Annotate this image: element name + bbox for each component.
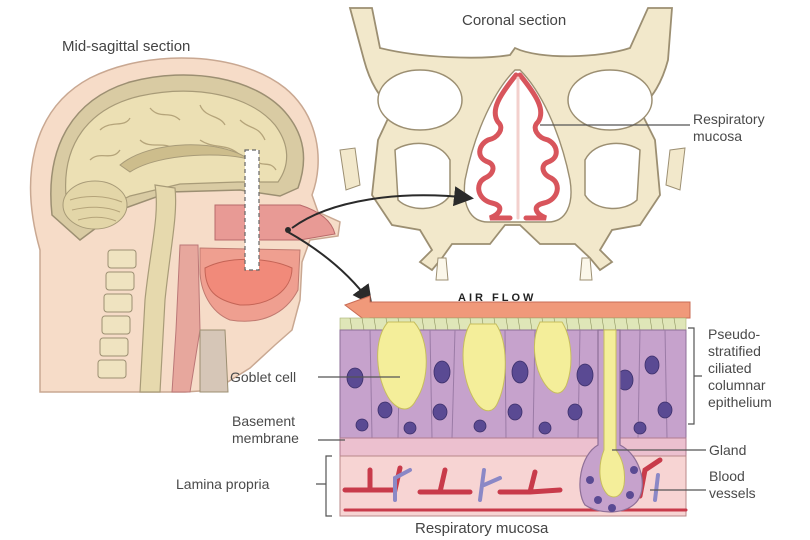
zygomatic-right [665, 147, 686, 191]
goblet-cell-2 [462, 323, 506, 412]
zygomatic-left [339, 147, 361, 191]
cerebellum [62, 180, 128, 230]
label-basement-membrane-line2: membrane [232, 430, 299, 446]
coronal-section [339, 7, 690, 281]
vertebrae [97, 249, 137, 379]
label-respiratory-mucosa-line2: mucosa [693, 128, 743, 144]
title-coronal: Coronal section [462, 12, 567, 29]
mucosa-block [316, 295, 706, 517]
arrow-to-mucosa [287, 231, 373, 306]
bracket-lamina-propria [316, 455, 332, 517]
tooth-left [435, 257, 449, 281]
label-basement-membrane-line1: Basement [232, 413, 296, 429]
label-epithelium-line5: epithelium [708, 394, 772, 410]
label-epithelium-line1: Pseudo- [708, 326, 761, 342]
goblet-cells [377, 321, 572, 412]
label-blood-vessels: Blood vessels [709, 468, 756, 502]
larynx [199, 329, 229, 393]
label-basement-membrane: Basement membrane [232, 413, 299, 447]
orbit-right [567, 69, 653, 131]
maxillary-sinus-right [584, 142, 641, 210]
section-plane-marker [244, 149, 260, 271]
goblet-cell-3 [534, 321, 572, 394]
nuclei [346, 355, 673, 435]
goblet-cell-1 [377, 321, 427, 410]
orbit-left [377, 69, 463, 131]
brainstem [139, 184, 177, 393]
mid-sagittal-head [29, 57, 341, 393]
label-epithelium-line2: stratified [708, 343, 761, 359]
maxillary-sinus-left [394, 142, 451, 210]
basement-membrane-layer [339, 437, 687, 457]
title-respiratory-mucosa: Respiratory mucosa [415, 520, 549, 537]
arrow-to-coronal [291, 186, 474, 229]
blood-vessels [342, 457, 688, 512]
air-flow-label: AIR FLOW [458, 292, 537, 304]
label-epithelium-line4: columnar [708, 377, 766, 393]
label-gland: Gland [709, 442, 747, 458]
pharynx [171, 244, 201, 393]
label-lamina-propria: Lamina propria [176, 476, 270, 492]
arrow-origin-dot [285, 227, 291, 233]
label-blood-vessels-line1: Blood [709, 468, 745, 484]
label-respiratory-mucosa: Respiratory mucosa [693, 111, 765, 145]
label-epithelium-line3: ciliated [708, 360, 752, 376]
label-goblet-cell: Goblet cell [230, 369, 297, 385]
tongue [204, 258, 293, 306]
label-respiratory-mucosa-line1: Respiratory [693, 111, 765, 127]
bracket-epithelium [688, 327, 702, 425]
tooth-right [579, 257, 593, 281]
label-blood-vessels-line2: vessels [709, 485, 756, 501]
label-epithelium: Pseudo- stratified ciliated columnar epi… [708, 326, 772, 411]
coronal-respiratory-mucosa [476, 72, 560, 221]
gland-lumen [599, 329, 625, 498]
title-mid-sagittal: Mid-sagittal section [62, 38, 191, 55]
